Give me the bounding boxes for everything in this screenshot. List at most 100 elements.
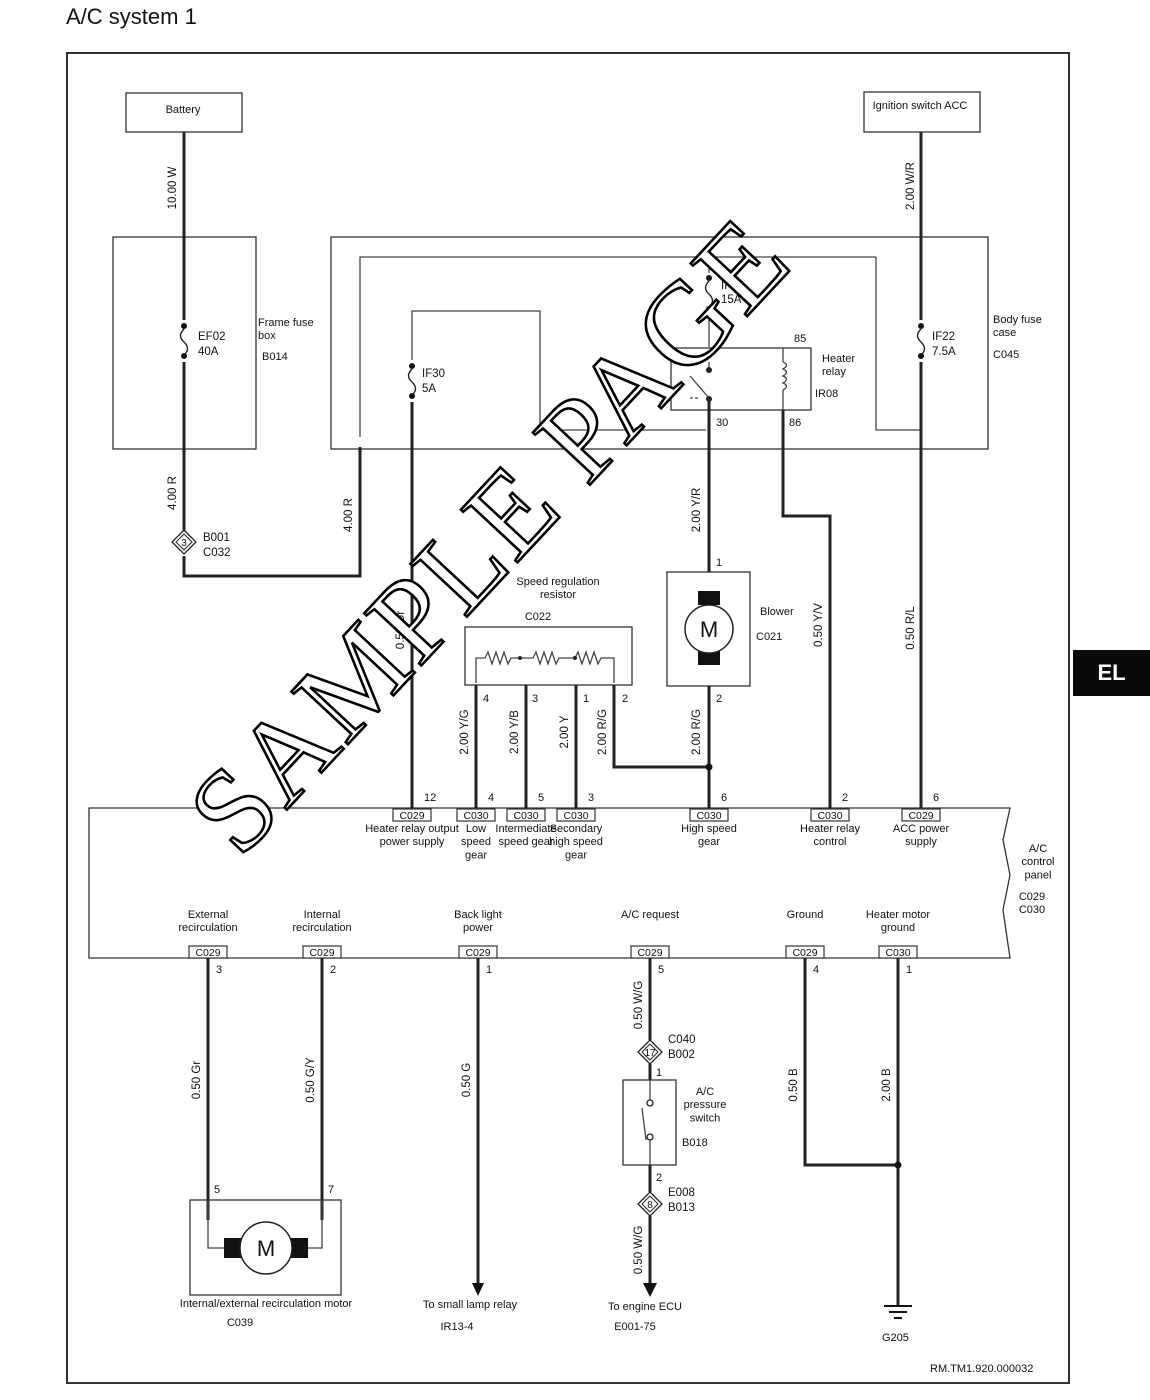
panel-bottom-pin-number: 2 xyxy=(330,964,336,976)
ignition-switch-label: Ignition switch ACC xyxy=(873,100,968,112)
pressure-switch-pin-2: 2 xyxy=(656,1172,662,1184)
section-tab-el[interactable]: EL xyxy=(1073,650,1150,696)
speed-resistor-box[interactable] xyxy=(464,626,633,686)
wire-label-ext: 0.50 Gr xyxy=(191,1061,203,1100)
dest-ecu: To engine ECU xyxy=(608,1301,682,1313)
blower-pin-2: 2 xyxy=(716,693,722,705)
body-fuse-case-code: C045 xyxy=(993,349,1019,361)
recirc-pin-7: 7 xyxy=(328,1184,334,1196)
panel-bottom-pin-number: 3 xyxy=(216,964,222,976)
connector-b001-code2: C032 xyxy=(203,547,231,559)
panel-top-pin-number: 4 xyxy=(488,792,494,804)
heater-relay-code: IR08 xyxy=(815,388,838,400)
wire-labels: 10.00 W4.00 R4.00 R2.00 W/R2.00 Y/R0.50 … xyxy=(167,162,917,1274)
fuse-if22-rating: 7.5A xyxy=(932,346,956,358)
battery-label: Battery xyxy=(166,104,201,116)
arrow-lamp-icon xyxy=(472,1283,484,1296)
panel-bottom-conn: C029 xyxy=(792,947,817,959)
resistor-pin-3: 3 xyxy=(532,693,538,705)
wire-label-blower_out: 2.00 R/G xyxy=(691,709,703,755)
recirc-motor-box[interactable] xyxy=(189,1199,342,1296)
frame-fuse-box-code: B014 xyxy=(262,351,288,363)
panel-top-conn: C029 xyxy=(908,810,933,822)
heater-relay-box[interactable] xyxy=(670,347,812,411)
wire-label-gnd: 0.50 B xyxy=(788,1068,800,1102)
blower-code: C021 xyxy=(756,631,782,643)
wire-label-int: 0.50 G/Y xyxy=(305,1057,317,1103)
blower-name: Blower xyxy=(760,606,794,618)
panel-bottom-pin-label: A/C request xyxy=(621,909,679,921)
doc-code: RM.TM1.920.000032 xyxy=(930,1363,1033,1375)
wire-res-out xyxy=(612,685,709,769)
connector-b001-code: B001 xyxy=(203,532,230,544)
wire-label-fuse_out: 4.00 R xyxy=(167,476,179,510)
connector-b001-icon: 3 xyxy=(171,529,197,555)
resistor-icon xyxy=(475,649,615,683)
wire-label-ac2: 0.50 W/G xyxy=(633,1226,645,1275)
fuse-ef02-icon xyxy=(178,320,190,362)
wire-label-blower_feed: 2.00 Y/R xyxy=(691,488,703,533)
ground-icon xyxy=(884,1305,912,1319)
relay-switch-icon xyxy=(689,362,712,402)
arrow-ecu-icon xyxy=(643,1283,657,1297)
panel-top-pin-number: 12 xyxy=(424,792,436,804)
panel-top-conn: C030 xyxy=(696,810,721,822)
wire-label-ign: 2.00 W/R xyxy=(905,162,917,210)
wire-label-mid: 2.00 Y/B xyxy=(509,710,521,754)
recirc-pin-5: 5 xyxy=(214,1184,220,1196)
panel-bottom-conn: C029 xyxy=(195,947,220,959)
panel-bottom-pin-number: 4 xyxy=(813,964,819,976)
panel-top-conn: C030 xyxy=(513,810,538,822)
wire-label-battery_main: 10.00 W xyxy=(167,166,179,209)
diagram-frame xyxy=(66,52,1070,1384)
relay-pin-30: 30 xyxy=(716,417,728,429)
wire-feed-bfc xyxy=(182,447,362,578)
pressure-switch-code: B018 xyxy=(682,1137,708,1149)
ac-control-panel[interactable] xyxy=(88,807,1011,959)
wire-label-res_out: 2.00 R/G xyxy=(597,709,609,755)
wire-label-back: 0.50 G xyxy=(461,1063,473,1098)
connector-c040-icon: 17 xyxy=(637,1039,663,1065)
relay-pin-86: 86 xyxy=(789,417,801,429)
bfc-internal-wire-b xyxy=(875,257,921,431)
panel-top-pin-number: 2 xyxy=(842,792,848,804)
fuse-ef02-rating: 40A xyxy=(198,346,219,358)
connector-e008-code: E008 xyxy=(668,1187,695,1199)
connector-e008-pin: 8 xyxy=(647,1200,653,1211)
panel-bottom-conn: C029 xyxy=(465,947,490,959)
junction-ground xyxy=(894,1161,902,1169)
wire-label-relay_ctrl: 0.50 Y/V xyxy=(813,603,825,647)
bfc-internal-wire-c xyxy=(411,310,706,431)
panel-bottom-pin-number: 1 xyxy=(486,964,492,976)
ignition-switch-box[interactable] xyxy=(863,91,981,133)
fuse-if28-icon xyxy=(703,273,715,315)
blower-motor-icon: M xyxy=(684,591,734,665)
panel-top-pin-number: 6 xyxy=(721,792,727,804)
body-fuse-case[interactable] xyxy=(330,236,989,450)
wire-label-high2: 2.00 Y xyxy=(559,715,571,748)
